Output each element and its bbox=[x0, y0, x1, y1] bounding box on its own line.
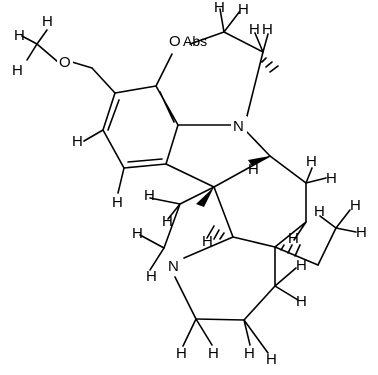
stereo-bonds bbox=[196, 57, 301, 257]
wedge-bond bbox=[248, 156, 270, 166]
hydrogen-label: H bbox=[350, 197, 361, 214]
hydrogen-label: H bbox=[244, 345, 255, 362]
hydrogen-label: H bbox=[208, 345, 219, 362]
atom-label-nitrogen-indoline: N bbox=[233, 118, 244, 135]
hydrogen-label: H bbox=[266, 351, 277, 368]
hydrogen-label: H bbox=[14, 27, 25, 44]
hydrogen-label: H bbox=[306, 153, 317, 170]
hydrogen-label: H bbox=[12, 62, 23, 79]
hydrogen-label: H bbox=[112, 194, 123, 211]
bond-skeleton bbox=[21, 8, 357, 354]
atom-labels: O O Abs N N H H H H H H H H H H H H H H … bbox=[12, 0, 367, 368]
hydrogen-label: H bbox=[42, 13, 53, 30]
hydrogen-label: H bbox=[72, 133, 83, 150]
hydrogen-label: H bbox=[132, 225, 143, 242]
stereo-flag-label: Abs bbox=[183, 33, 207, 49]
atom-label-oxygen-ring: O bbox=[169, 33, 181, 50]
hashed-bond bbox=[280, 244, 301, 257]
hydrogen-label: H bbox=[314, 203, 325, 220]
hydrogen-label: H bbox=[288, 230, 299, 247]
atom-label-oxygen-methoxy: O bbox=[59, 54, 71, 71]
hydrogen-label: H bbox=[262, 21, 273, 38]
hydrogen-label: H bbox=[356, 224, 367, 241]
hydrogen-label: H bbox=[202, 233, 213, 250]
hydrogen-label: H bbox=[146, 268, 157, 285]
hydrogen-label: H bbox=[144, 187, 155, 204]
hashed-bond bbox=[206, 225, 225, 240]
hydrogen-label: H bbox=[214, 0, 225, 16]
hydrogen-label: H bbox=[162, 213, 173, 230]
hydrogen-label: H bbox=[238, 1, 249, 18]
hydrogen-label: H bbox=[296, 257, 307, 274]
hydrogen-label: H bbox=[249, 21, 260, 38]
hydrogen-label: H bbox=[248, 161, 259, 178]
hydrogen-label: H bbox=[326, 170, 337, 187]
hydrogen-label: H bbox=[176, 345, 187, 362]
wedge-bond bbox=[196, 187, 214, 207]
hashed-bond bbox=[261, 57, 279, 73]
hydrogen-label: H bbox=[296, 293, 307, 310]
atom-label-nitrogen-amine: N bbox=[168, 258, 179, 275]
